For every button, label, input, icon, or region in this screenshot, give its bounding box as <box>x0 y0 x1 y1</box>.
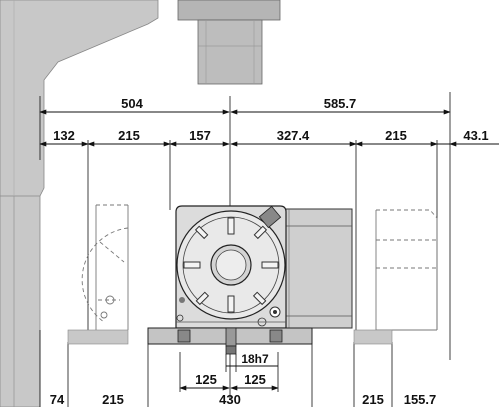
dim-43-1: 43.1 <box>463 128 488 143</box>
dim-125-left: 125 <box>195 372 217 387</box>
dim-74: 74 <box>50 392 65 407</box>
dim-215-a: 215 <box>118 128 140 143</box>
dim-132: 132 <box>53 128 75 143</box>
dim-430: 430 <box>219 392 241 407</box>
dim-327-4: 327.4 <box>277 128 310 143</box>
dim-215-d: 215 <box>362 392 384 407</box>
dim-585-7: 585.7 <box>324 96 357 111</box>
machine-column <box>0 0 159 407</box>
ghost-housing-right <box>353 209 438 345</box>
rotary-table <box>175 205 353 329</box>
dim-155-7: 155.7 <box>404 392 437 407</box>
dimension-base: 18h7 125 125 430 <box>179 352 279 407</box>
dimension-row-bottom: 74 215 215 155.7 <box>50 392 437 407</box>
spindle-head <box>177 0 281 85</box>
ghost-table-left <box>67 204 129 345</box>
dim-215-b: 215 <box>385 128 407 143</box>
dimension-row-top: 504 585.7 <box>39 96 451 115</box>
dim-504: 504 <box>121 96 143 111</box>
base-plate <box>147 327 313 355</box>
dimension-row-second: 132 215 157 327.4 215 43.1 <box>39 128 499 147</box>
dim-125-right: 125 <box>244 372 266 387</box>
dim-157: 157 <box>189 128 211 143</box>
dim-18h7: 18h7 <box>241 352 269 366</box>
dim-215-c: 215 <box>102 392 124 407</box>
